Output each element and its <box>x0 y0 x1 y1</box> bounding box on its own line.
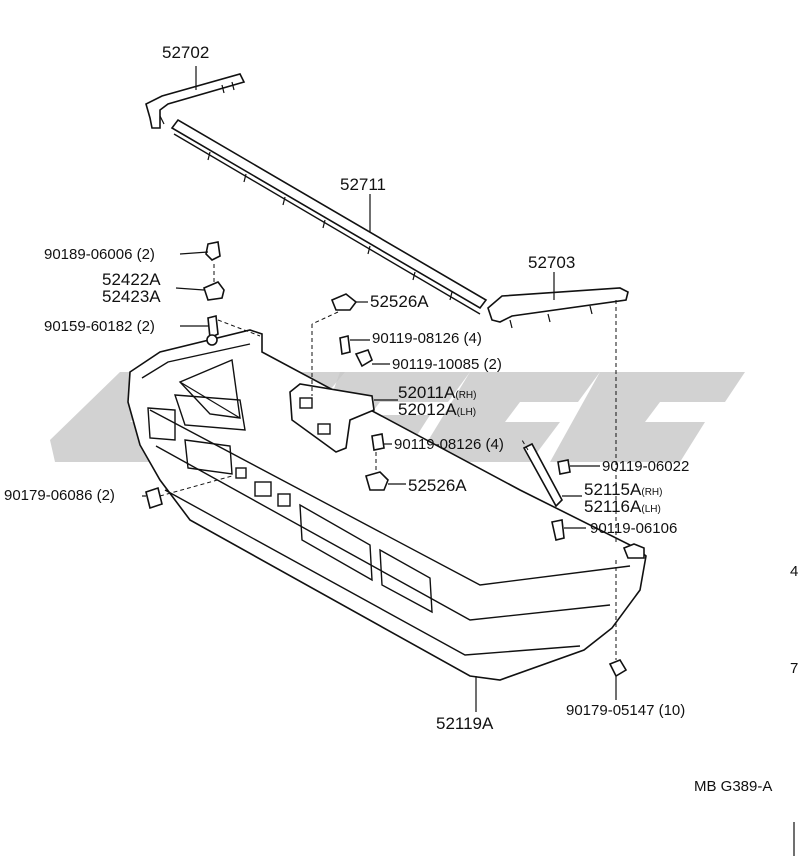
label-90119-08126-mid: 90119-08126 (4) <box>394 436 504 453</box>
label-52011A: 52011A(RH) <box>398 383 476 402</box>
diagram-code: MB G389-A <box>694 778 772 795</box>
label-90159-60182: 90159-60182 (2) <box>44 318 155 335</box>
bolt-90119-08126-mid <box>371 433 385 451</box>
stay-52115A <box>522 442 563 508</box>
label-52115A: 52115A(RH) <box>584 480 662 499</box>
label-52116A: 52116A(LH) <box>584 497 661 516</box>
label-90189-06006: 90189-06006 (2) <box>44 246 155 263</box>
label-90119-06022: 90119-06022 <box>602 458 689 475</box>
bumper-cover-52119A <box>127 329 647 681</box>
label-52703: 52703 <box>528 253 575 272</box>
label-52119A: 52119A <box>436 714 494 733</box>
clip-90179-05147 <box>608 659 628 678</box>
bracket-52011A <box>289 383 375 453</box>
rail-52711 <box>170 118 488 315</box>
bolt-90119-10085 <box>354 349 373 368</box>
retainer-52526A-top <box>330 293 358 311</box>
rail-52702 <box>145 73 246 129</box>
clip-90179-06086 <box>145 486 163 510</box>
label-90179-06086: 90179-06086 (2) <box>4 487 115 504</box>
label-90119-06106: 90119-06106 <box>590 520 677 537</box>
bolt-90159-60182 <box>206 315 219 346</box>
retainer-52526A-bottom <box>365 471 389 491</box>
margin-mark-1: 4 <box>790 563 798 580</box>
label-90119-08126-top: 90119-08126 (4) <box>372 330 482 347</box>
bolt-90119-06106 <box>551 519 565 541</box>
label-52711: 52711 <box>340 175 386 194</box>
label-52526A-bottom: 52526A <box>408 476 467 495</box>
bolt-90119-08126-top <box>339 335 351 355</box>
label-52702: 52702 <box>162 43 209 62</box>
label-52012A: 52012A(LH) <box>398 400 476 419</box>
label-52526A-top: 52526A <box>370 292 429 311</box>
clip-90189-06006 <box>205 241 221 261</box>
retainer-52422A <box>203 281 225 301</box>
label-52423A: 52423A <box>102 287 161 306</box>
rail-52703 <box>487 287 629 329</box>
leader-lines <box>142 66 617 712</box>
label-52422A: 52422A <box>102 270 161 289</box>
label-90119-10085: 90119-10085 (2) <box>392 356 502 373</box>
bolt-90119-06022 <box>557 459 571 475</box>
margin-mark-2: 7 <box>790 660 798 677</box>
label-90179-05147: 90179-05147 (10) <box>566 702 685 719</box>
